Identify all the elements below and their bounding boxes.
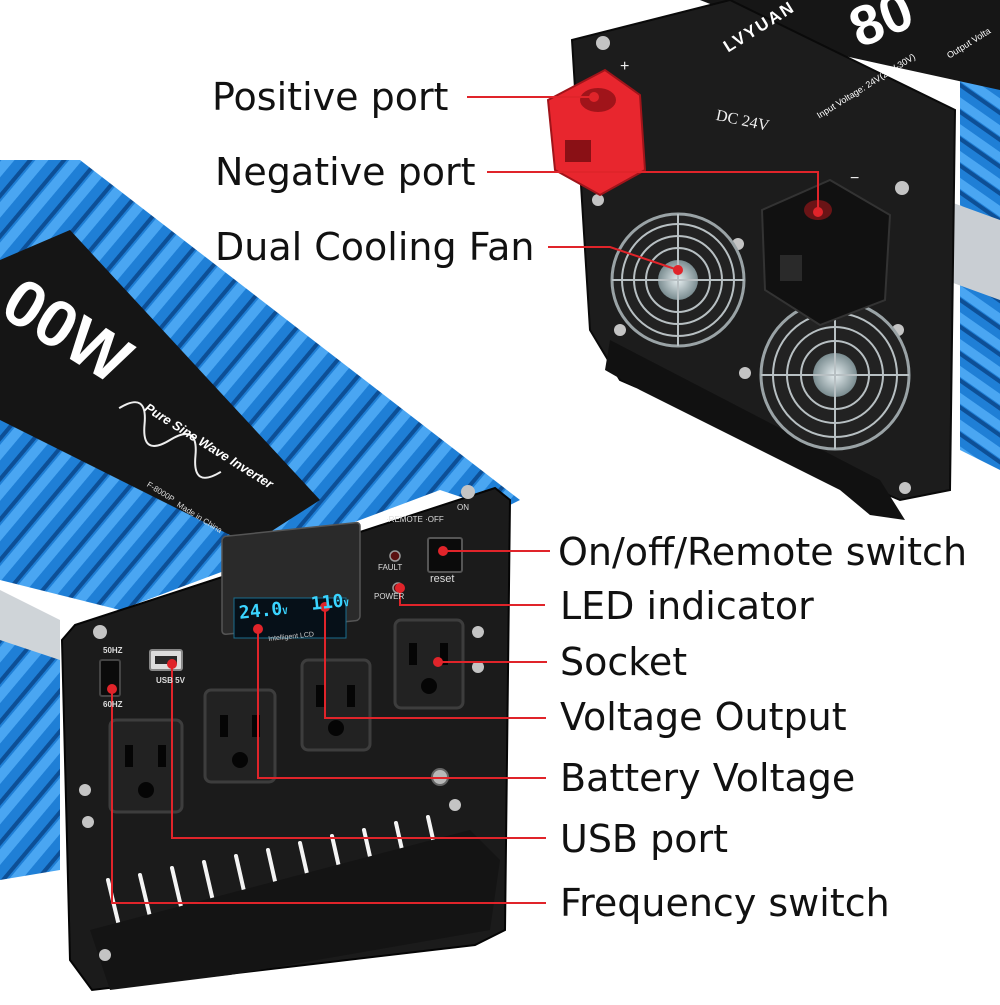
callout-battery-voltage: Battery Voltage xyxy=(560,756,856,800)
hz60-label: 60HZ xyxy=(103,700,123,709)
positive-symbol: + xyxy=(620,58,630,75)
callout-positive-port: Positive port xyxy=(212,75,449,119)
callout-led-indicator: LED indicator xyxy=(560,584,814,628)
lcd-output-voltage: 110V xyxy=(310,590,350,615)
remote-off-label: ·REMOTE ·OFF xyxy=(386,515,444,524)
front-view-inverter xyxy=(0,160,520,992)
on-label: ON xyxy=(457,503,469,512)
callout-dual-cooling-fan: Dual Cooling Fan xyxy=(215,225,535,269)
callout-voltage-output: Voltage Output xyxy=(560,695,847,739)
hz50-label: 50HZ xyxy=(103,646,123,655)
negative-symbol: − xyxy=(850,170,860,187)
callout-socket: Socket xyxy=(560,640,688,684)
rear-view-inverter xyxy=(546,0,1000,520)
callout-negative-port: Negative port xyxy=(215,150,476,194)
positive-terminal xyxy=(546,68,647,197)
leader-lines xyxy=(107,92,823,904)
cooling-fan-left xyxy=(610,212,746,348)
callout-on-off-remote-switch: On/off/Remote switch xyxy=(558,530,968,574)
cooling-fan-right xyxy=(759,299,911,451)
fault-label: FAULT xyxy=(378,563,403,572)
callout-usb-port: USB port xyxy=(560,817,728,861)
usb-label: USB 5V xyxy=(156,676,185,685)
reset-label: reset xyxy=(430,573,455,585)
power-label: POWER xyxy=(374,592,405,601)
ac-sockets xyxy=(108,618,465,814)
fault-led xyxy=(389,550,401,562)
callout-frequency-switch: Frequency switch xyxy=(560,881,890,925)
